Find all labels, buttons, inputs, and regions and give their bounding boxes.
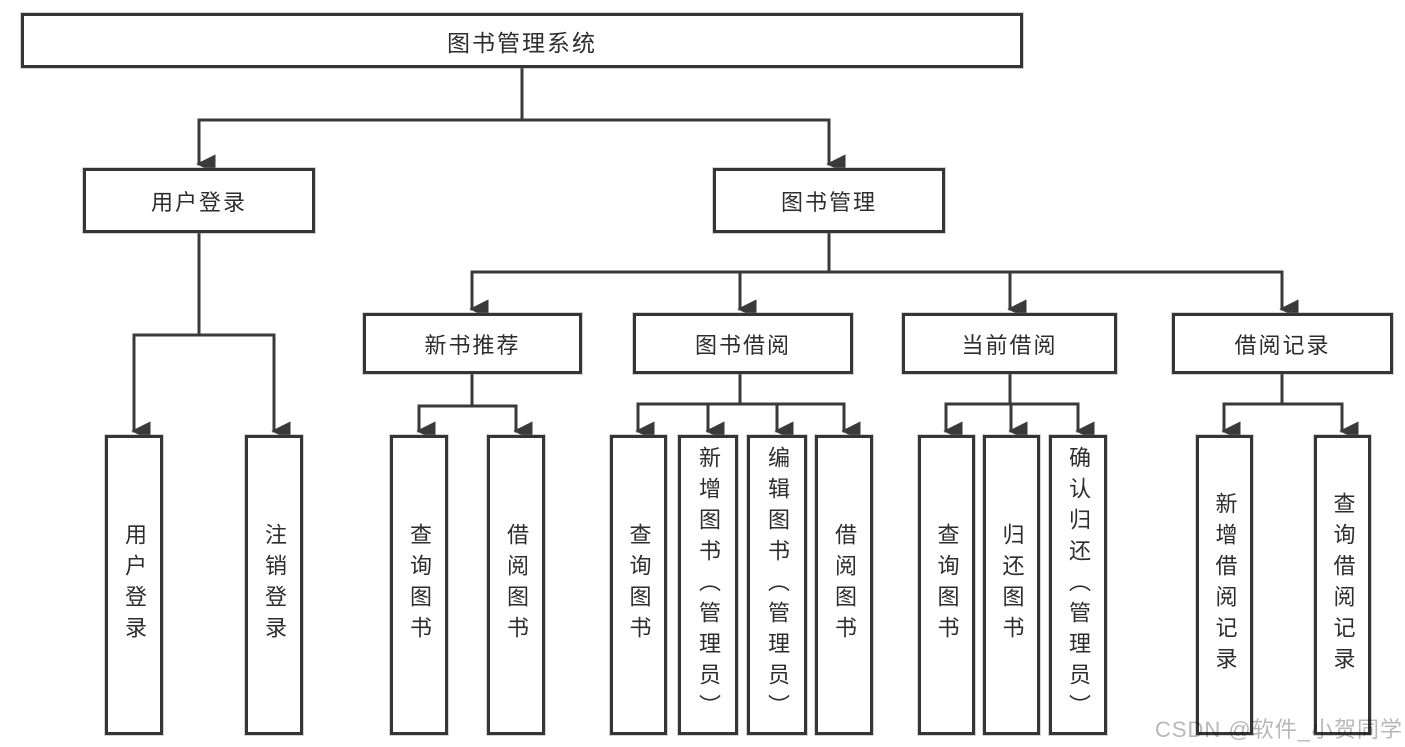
node-edit-books-admin-label: 编辑图书（管理员） [765,445,790,725]
node-logout-action: 注销登录 [245,435,303,735]
node-user-login: 用户登录 [83,168,315,233]
node-add-books-admin-label: 新增图书（管理员） [696,445,721,725]
node-book-borrowing: 图书借阅 [633,313,853,374]
node-add-borrow-record-label: 新增借阅记录 [1212,492,1238,678]
node-query-books-recommend-label: 查询图书 [407,523,432,647]
node-borrow-books-recommend-label: 借阅图书 [504,523,529,647]
node-add-books-admin: 新增图书（管理员） [678,435,738,735]
node-library-system-label: 图书管理系统 [447,29,597,56]
node-return-books-label: 归还图书 [999,523,1025,647]
node-confirm-return-admin: 确认归还（管理员） [1049,435,1107,735]
node-query-books-current: 查询图书 [918,435,975,735]
node-query-books-current-label: 查询图书 [934,523,960,647]
node-user-login-action: 用户登录 [105,435,163,735]
node-user-login-action-label: 用户登录 [122,523,147,647]
node-new-book-recommend: 新书推荐 [363,313,582,374]
node-book-borrowing-label: 图书借阅 [694,332,791,358]
node-current-borrowing-label: 当前借阅 [961,332,1058,358]
node-borrowing-records-label: 借阅记录 [1234,332,1331,358]
node-new-book-recommend-label: 新书推荐 [424,332,521,358]
node-library-system: 图书管理系统 [21,13,1023,68]
node-borrow-books-recommend: 借阅图书 [487,435,545,735]
node-book-management-label: 图书管理 [780,189,877,215]
node-query-books-borrow: 查询图书 [610,435,667,735]
csdn-watermark: CSDN @软件_小贺同学 [1154,717,1403,742]
node-confirm-return-admin-label: 确认归还（管理员） [1066,445,1091,725]
node-logout-action-label: 注销登录 [262,523,287,647]
node-edit-books-admin: 编辑图书（管理员） [747,435,807,735]
node-borrow-books: 借阅图书 [815,435,873,735]
node-book-management: 图书管理 [713,168,945,233]
node-query-books-recommend: 查询图书 [390,435,448,735]
node-add-borrow-record: 新增借阅记录 [1196,435,1253,735]
node-current-borrowing: 当前借阅 [902,313,1117,374]
node-query-borrow-record-label: 查询借阅记录 [1330,492,1356,678]
node-query-borrow-record: 查询借阅记录 [1314,435,1371,735]
node-borrowing-records: 借阅记录 [1172,313,1393,374]
node-user-login-label: 用户登录 [150,189,247,215]
node-query-books-borrow-label: 查询图书 [626,523,652,647]
node-return-books: 归还图书 [983,435,1040,735]
node-borrow-books-label: 借阅图书 [832,523,857,647]
